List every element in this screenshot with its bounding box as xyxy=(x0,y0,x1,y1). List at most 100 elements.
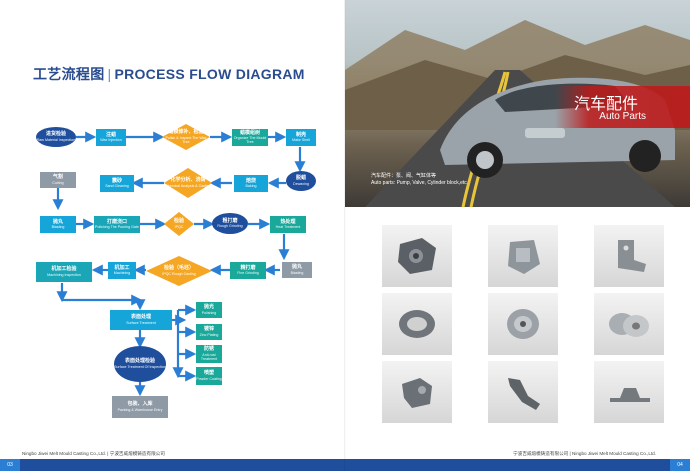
pump-bracket-icon xyxy=(508,240,540,274)
flow-node-polishing-pouring-gate: 打磨浇口 Polishing The Pouring Gate xyxy=(94,216,140,233)
node-zh: 抛丸 xyxy=(291,264,302,271)
photo-title-banner xyxy=(555,86,690,128)
node-en: Anti-rust Treatment xyxy=(200,352,218,361)
node-en: Powder Coating xyxy=(196,376,222,381)
node-zh: 化学分析、浇铸 xyxy=(170,177,206,184)
angle-bracket-icon xyxy=(618,240,646,272)
flow-node-machining: 机加工 Machining xyxy=(108,262,136,279)
product-tile xyxy=(594,361,664,423)
node-en: Rough Grinding xyxy=(217,224,243,229)
node-en: Surface Treatment xyxy=(126,320,156,325)
product-tile xyxy=(488,293,558,355)
node-zh: 表面处理 xyxy=(130,314,151,321)
node-zh: 粗打磨 xyxy=(222,217,238,224)
node-en: Sand Cleaning xyxy=(105,184,129,189)
valve-body-icon xyxy=(402,378,432,408)
product-tile xyxy=(488,225,558,287)
node-en: Make Shell xyxy=(292,138,310,143)
flow-node-baking: 焙烧 Baking xyxy=(234,175,268,192)
page-number-left: 03 xyxy=(0,459,20,471)
node-zh: 检验（毛坯） xyxy=(163,265,194,272)
node-zh: 包装、入库 xyxy=(127,401,153,408)
strap-bracket-icon xyxy=(610,388,650,402)
node-zh: 机加工检验 xyxy=(51,266,77,273)
node-en: Raw Material Inspection xyxy=(36,137,76,142)
node-en: Cutting xyxy=(52,180,64,185)
product-tile xyxy=(382,293,452,355)
node-en: Heat Treatment xyxy=(275,225,301,230)
flow-node-make-shell: 制壳 Make Shell xyxy=(286,129,316,146)
node-en: Machining Inspection xyxy=(47,272,81,277)
left-page: 工艺流程图|PROCESS FLOW DIAGRAM xyxy=(0,64,345,471)
flow-node-zinc-plating: 镀锌 Zinc Plating xyxy=(196,324,222,340)
node-en: Baking xyxy=(245,184,257,189)
flow-node-heat-treatment: 热处理 Heat Treatment xyxy=(270,216,306,233)
flow-node-ipqc: 检验 IPQC xyxy=(164,212,194,236)
caption-en: Auto parts: Pump, Valve, Cylinder block,… xyxy=(371,180,467,187)
flow-node-polish-inspect-wax: 蜡模修补、检验 Polish & Inspect The Wax Tree xyxy=(162,124,210,150)
product-tile xyxy=(382,361,452,423)
node-en: IPQC xyxy=(174,224,184,229)
flow-node-ipqc-rough-casting: 检验（毛坯） IPQC Rough Casting xyxy=(146,256,212,286)
title-zh: 工艺流程图 xyxy=(33,66,105,82)
node-zh: 进货检验 xyxy=(45,131,66,138)
node-en: Organize The Mould Tree xyxy=(233,136,267,145)
node-zh: 抛丸 xyxy=(52,218,63,225)
right-page: 汽车配件 Auto Parts 汽车配件：泵、阀、气缸体等 Auto parts… xyxy=(345,0,690,471)
flow-node-wax-injection: 注蜡 Wax Injection xyxy=(96,129,126,146)
node-en: Polishing The Pouring Gate xyxy=(95,225,139,230)
node-en: Blasting xyxy=(290,270,304,275)
node-en: Polishing xyxy=(201,310,217,315)
node-zh: 打磨浇口 xyxy=(106,218,127,225)
flow-node-powder-coating: 喷塑 Powder Coating xyxy=(196,367,222,385)
photo-caption: 汽车配件：泵、阀、气缸体等 Auto parts: Pump, Valve, C… xyxy=(371,173,467,188)
flow-node-organize-mould-tree: 蜡模组树 Organize The Mould Tree xyxy=(232,129,268,146)
flow-node-raw-material-inspection: 进货检验 Raw Material Inspection xyxy=(36,127,76,147)
node-zh: 热处理 xyxy=(280,218,296,225)
node-en: Packing & Warehouse Entry xyxy=(117,407,163,412)
flow-node-blasting-2: 抛丸 Blasting xyxy=(282,262,312,278)
flow-node-dewaxing: 脱蜡 Dewaxing xyxy=(286,171,316,191)
node-en: Dewaxing xyxy=(293,181,309,186)
brake-disc-icon xyxy=(609,313,649,337)
node-zh: 防锈 xyxy=(203,346,214,352)
product-tile xyxy=(594,293,664,355)
photo-title-en: Auto Parts xyxy=(599,111,646,122)
node-en: Polish & Inspect The Wax Tree xyxy=(165,135,207,144)
page-title: 工艺流程图|PROCESS FLOW DIAGRAM xyxy=(33,64,305,84)
node-en: Surface Treatment Of Inspection xyxy=(114,364,166,369)
photo-title-zh: 汽车配件 xyxy=(573,94,638,113)
flow-node-sand-cleaning: 震砂 Sand Cleaning xyxy=(100,175,134,192)
node-zh: 蜡模修补、检验 xyxy=(168,129,204,135)
auto-parts-photo: 汽车配件 Auto Parts 汽车配件：泵、阀、气缸体等 Auto parts… xyxy=(345,0,690,207)
page-number-right: 04 xyxy=(670,459,690,471)
diamond-text: 检验 IPQC xyxy=(173,218,184,229)
flow-node-rough-grinding: 粗打磨 Rough Grinding xyxy=(212,213,248,234)
bottom-bar-left: 03 xyxy=(0,459,345,471)
flow-node-chemical-analysis-casting: 化学分析、浇铸 Chemical Analysis & Casting xyxy=(164,168,212,198)
title-separator: | xyxy=(107,66,112,82)
flange-ring-icon xyxy=(399,310,435,338)
bottom-bar-right: 04 xyxy=(345,459,690,471)
flow-node-blasting-1: 抛丸 Blasting xyxy=(40,216,76,233)
node-en: Wax Injection xyxy=(100,138,122,143)
node-zh: 蜡模组树 xyxy=(239,129,260,136)
node-zh: 注蜡 xyxy=(105,131,116,138)
node-zh: 镀锌 xyxy=(203,326,214,333)
flow-node-machining-inspection: 机加工检验 Machining Inspection xyxy=(36,262,92,282)
product-tile xyxy=(382,225,452,287)
node-en: Machining xyxy=(113,271,131,276)
node-zh: 气割 xyxy=(52,174,63,181)
flow-node-anti-rust: 防锈 Anti-rust Treatment xyxy=(196,345,222,363)
control-arm-icon xyxy=(508,378,540,410)
flow-connectors xyxy=(52,131,306,397)
flow-node-polishing: 抛光 Polishing xyxy=(196,302,222,318)
node-zh: 震砂 xyxy=(111,177,122,184)
footer-company-left: Ningbo Jiwei Melt Mould Casting Co.,Ltd.… xyxy=(22,451,165,456)
gearbox-housing-icon xyxy=(398,238,436,274)
caption-zh: 汽车配件：泵、阀、气缸体等 xyxy=(371,173,437,179)
node-zh: 检验 xyxy=(173,218,184,225)
node-en: Fine Grinding xyxy=(237,271,259,276)
flow-node-fine-grinding: 精打磨 Fine Grinding xyxy=(230,262,266,279)
node-zh: 脱蜡 xyxy=(295,175,306,182)
